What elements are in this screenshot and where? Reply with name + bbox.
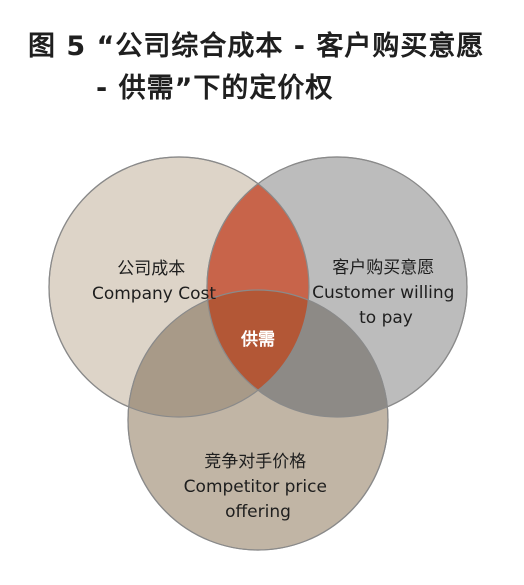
- competitor-outline: [127, 289, 389, 551]
- diagram-title-line-1: 图 5 “公司综合成本 - 客户购买意愿: [28, 31, 485, 62]
- competitor-label-en-2: offering: [225, 502, 291, 522]
- company-cost-label: 公司成本 Company Cost: [92, 259, 216, 304]
- supply-demand-center-label: 供需: [240, 329, 275, 350]
- competitor-label-cn: 竞争对手价格: [204, 452, 306, 472]
- company-cost-outline: [48, 156, 310, 418]
- customer-label: 客户购买意愿 Customer willing to pay: [312, 258, 460, 328]
- company-competitor-overlap: [128, 290, 309, 417]
- company-cost-label-en: Company Cost: [92, 284, 216, 304]
- competitor-label-en-1: Competitor price: [184, 477, 327, 497]
- competitor-label: 竞争对手价格 Competitor price offering: [184, 452, 333, 522]
- customer-label-cn: 客户购买意愿: [332, 258, 434, 278]
- customer-label-en-2: to pay: [359, 308, 413, 328]
- customer-label-en-1: Customer willing: [312, 283, 454, 303]
- diagram-title: 图 5 “公司综合成本 - 客户购买意愿 - 供需”下的定价权: [0, 26, 524, 110]
- customer-outline: [206, 156, 468, 418]
- customer-competitor-overlap: [207, 290, 388, 417]
- diagram-title-line-2: - 供需”下的定价权: [96, 73, 334, 104]
- company-cost-label-cn: 公司成本: [117, 259, 185, 279]
